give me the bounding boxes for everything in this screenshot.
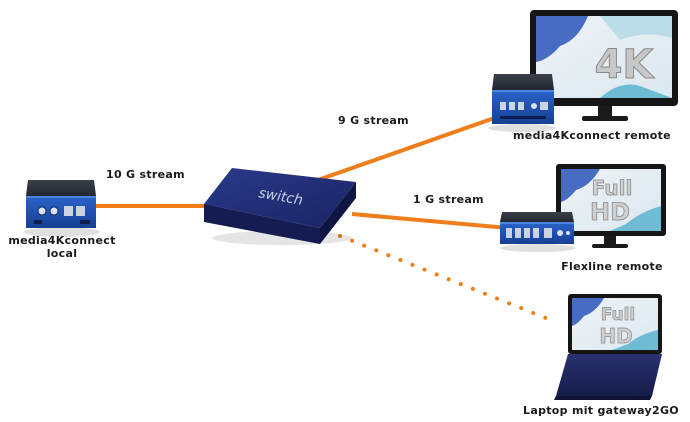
link-switch-laptop	[338, 234, 558, 324]
laptop-gateway2go: Full HD	[554, 294, 662, 400]
switch-label: switch	[257, 185, 304, 209]
laptop-screen-text-full: Full	[601, 305, 636, 325]
media4kconnect-remote-device	[488, 74, 556, 132]
link-label-9g: 9 G stream	[338, 114, 409, 127]
monitor-fullhd-flexline: Full HD	[556, 164, 666, 248]
link-switch-flexline	[351, 212, 509, 230]
monitor-4k: 4K	[530, 10, 678, 121]
node-label-remote-4k: media4Kconnect remote	[513, 129, 671, 142]
switch-device: switch	[204, 168, 356, 245]
flexline-remote-device	[500, 212, 576, 252]
monitor-flexline-text-full: Full	[592, 176, 633, 200]
laptop-screen-text-hd: HD	[599, 324, 632, 348]
monitor-4k-screen-text: 4K	[595, 42, 656, 88]
monitor-flexline-text-hd: HD	[590, 198, 630, 226]
media4kconnect-local-device	[24, 180, 100, 237]
node-label-local: media4Kconnect local	[8, 234, 115, 260]
link-switch-remote	[317, 114, 501, 182]
link-label-1g: 1 G stream	[413, 193, 484, 206]
node-label-local-line2: local	[46, 247, 78, 260]
node-label-laptop: Laptop mit gateway2GO	[523, 404, 679, 417]
link-label-10g: 10 G stream	[106, 168, 185, 181]
node-label-flexline: Flexline remote	[561, 260, 663, 273]
node-label-local-line1: media4Kconnect	[8, 234, 116, 247]
